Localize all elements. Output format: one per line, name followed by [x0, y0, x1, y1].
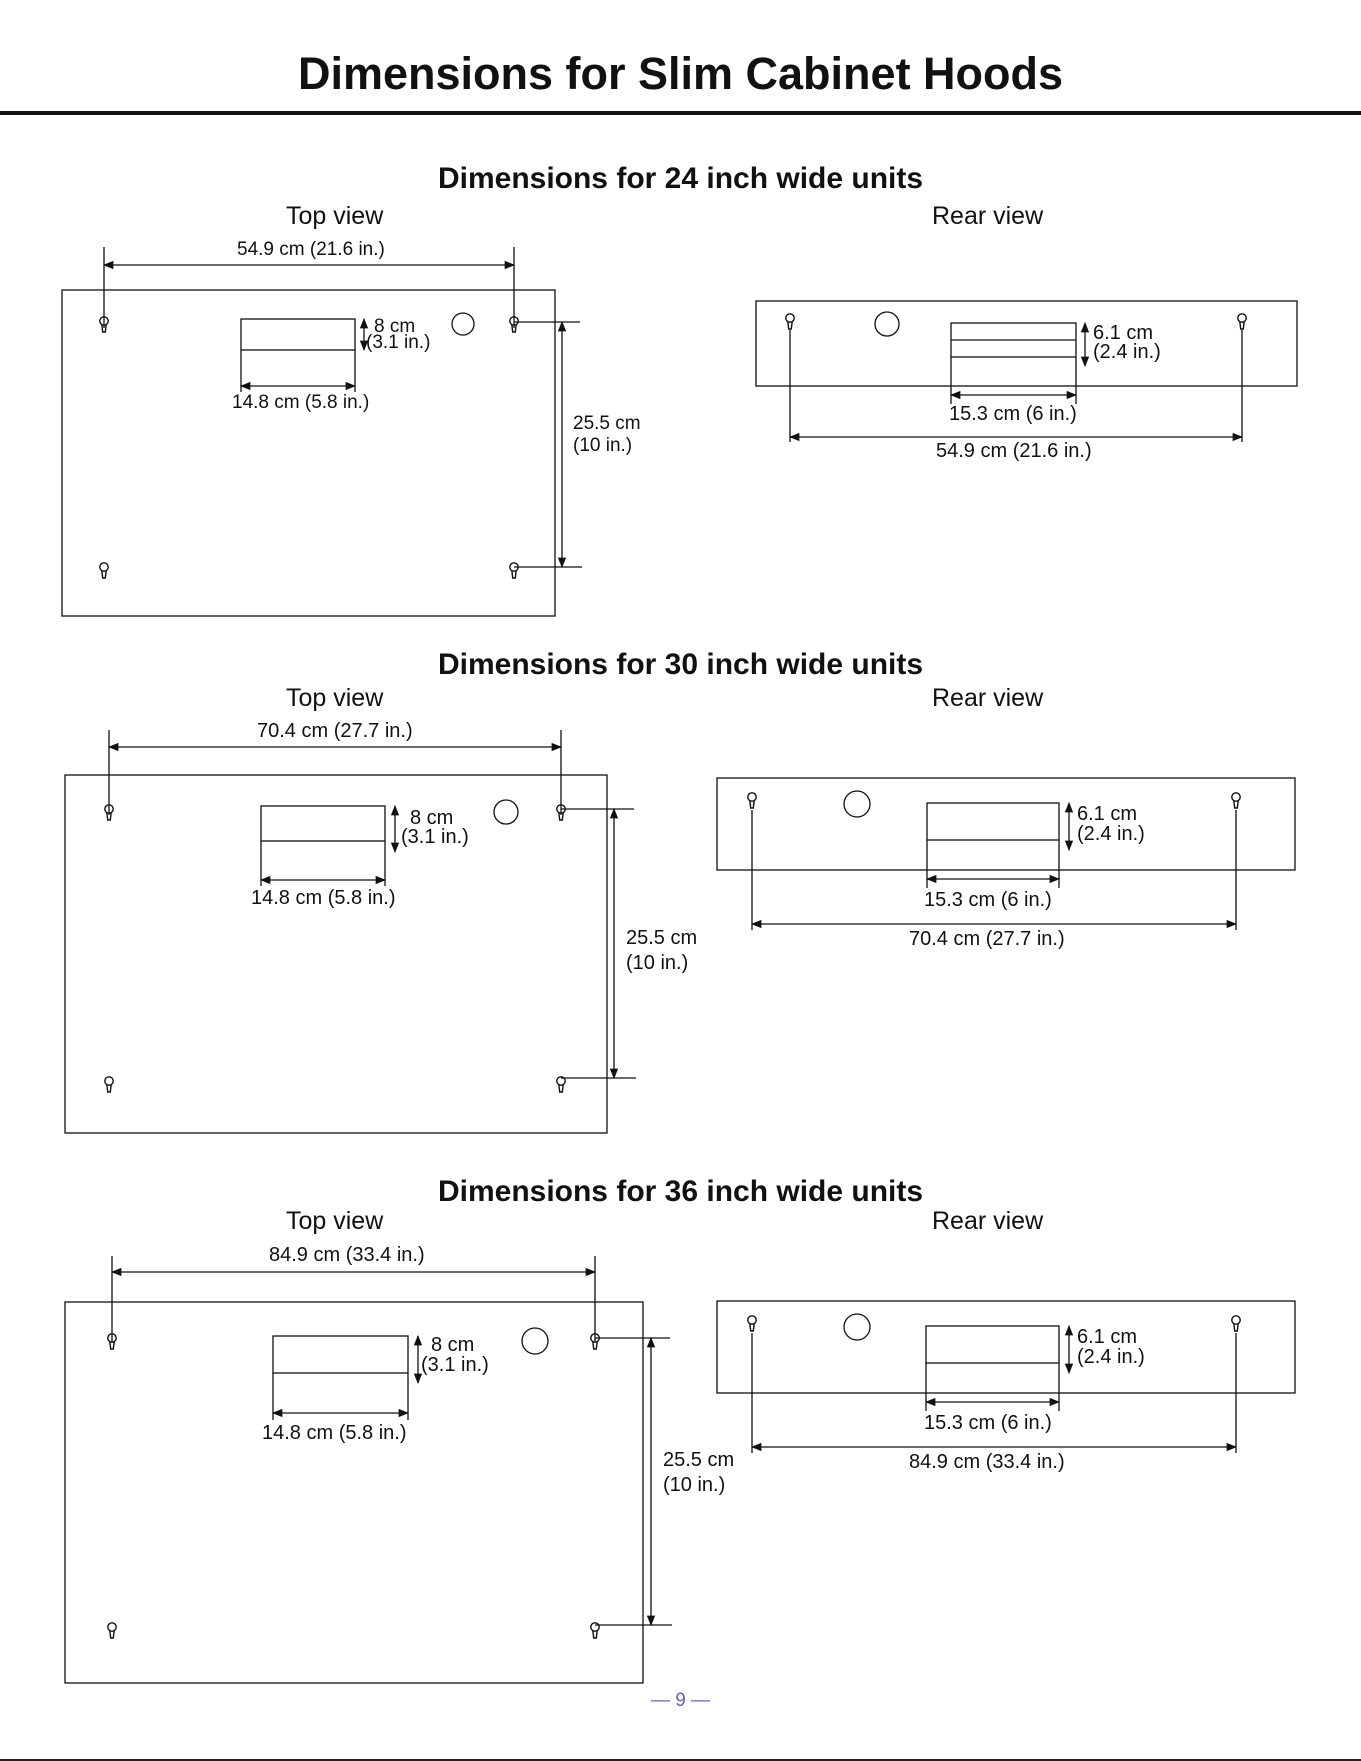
- top-slot-height-in-30: (3.1 in.): [401, 826, 469, 848]
- rear-slot-height-cm-36: 6.1 cm: [1077, 1326, 1138, 1348]
- top-view-label-30: Top view: [286, 684, 384, 712]
- rear-view-label-24: Rear view: [932, 202, 1044, 230]
- top-slot-width-dim-24: 14.8 cm (5.8 in.): [232, 392, 370, 413]
- rear-width-dim-36: 84.9 cm (33.4 in.): [909, 1451, 1065, 1473]
- page-number: — 9 —: [650, 1690, 711, 1711]
- rear-slot-width-dim-30: 15.3 cm (6 in.): [924, 889, 1052, 911]
- top-view-24-drawing: [61, 247, 582, 617]
- top-slot-height-cm-24: 8 cm: [374, 316, 416, 337]
- bottom-rule: [0, 1759, 1361, 1761]
- rear-slot-height-in-30: (2.4 in.): [1077, 823, 1145, 845]
- top-view-30-drawing: [64, 730, 636, 1134]
- rear-slot-height-in-36: (2.4 in.): [1077, 1346, 1145, 1368]
- rear-view-36-drawing: [716, 1300, 1296, 1453]
- top-view-36-drawing: [64, 1256, 672, 1684]
- top-depth-in-30: (10 in.): [626, 952, 689, 974]
- top-slot-width-dim-36: 14.8 cm (5.8 in.): [262, 1422, 407, 1444]
- rear-view-label-30: Rear view: [932, 684, 1044, 712]
- title-rule: [0, 111, 1361, 115]
- top-depth-in-36: (10 in.): [663, 1474, 726, 1496]
- rear-slot-width-dim-36: 15.3 cm (6 in.): [924, 1412, 1052, 1434]
- top-slot-height-cm-30: 8 cm: [410, 807, 454, 829]
- section-title-36: Dimensions for 36 inch wide units: [437, 1175, 924, 1208]
- top-width-dim-36: 84.9 cm (33.4 in.): [269, 1244, 425, 1266]
- top-slot-height-cm-36: 8 cm: [431, 1334, 475, 1356]
- rear-slot-height-in-24: (2.4 in.): [1093, 341, 1161, 363]
- top-slot-height-in-24: (3.1 in.): [366, 332, 431, 353]
- rear-width-dim-30: 70.4 cm (27.7 in.): [909, 928, 1065, 950]
- top-depth-cm-24: 25.5 cm: [573, 413, 641, 434]
- top-depth-cm-36: 25.5 cm: [663, 1449, 735, 1471]
- rear-view-24-drawing: [755, 300, 1298, 442]
- rear-view-label-36: Rear view: [932, 1207, 1044, 1235]
- top-view-label-36: Top view: [286, 1207, 384, 1235]
- top-width-dim-24: 54.9 cm (21.6 in.): [237, 239, 385, 260]
- section-title-30: Dimensions for 30 inch wide units: [437, 648, 924, 681]
- top-slot-width-dim-30: 14.8 cm (5.8 in.): [251, 887, 396, 909]
- top-view-label-24: Top view: [286, 202, 384, 230]
- rear-slot-height-cm-24: 6.1 cm: [1093, 322, 1154, 344]
- top-width-dim-30: 70.4 cm (27.7 in.): [257, 720, 413, 742]
- top-slot-height-in-36: (3.1 in.): [421, 1354, 489, 1376]
- rear-slot-height-cm-30: 6.1 cm: [1077, 803, 1138, 825]
- rear-width-dim-24: 54.9 cm (21.6 in.): [936, 440, 1092, 462]
- top-depth-in-24: (10 in.): [573, 435, 633, 456]
- rear-slot-width-dim-24: 15.3 cm (6 in.): [949, 403, 1077, 425]
- page-title: Dimensions for Slim Cabinet Hoods: [297, 48, 1064, 99]
- rear-view-30-drawing: [716, 777, 1296, 930]
- top-depth-cm-30: 25.5 cm: [626, 927, 698, 949]
- section-title-24: Dimensions for 24 inch wide units: [437, 162, 924, 195]
